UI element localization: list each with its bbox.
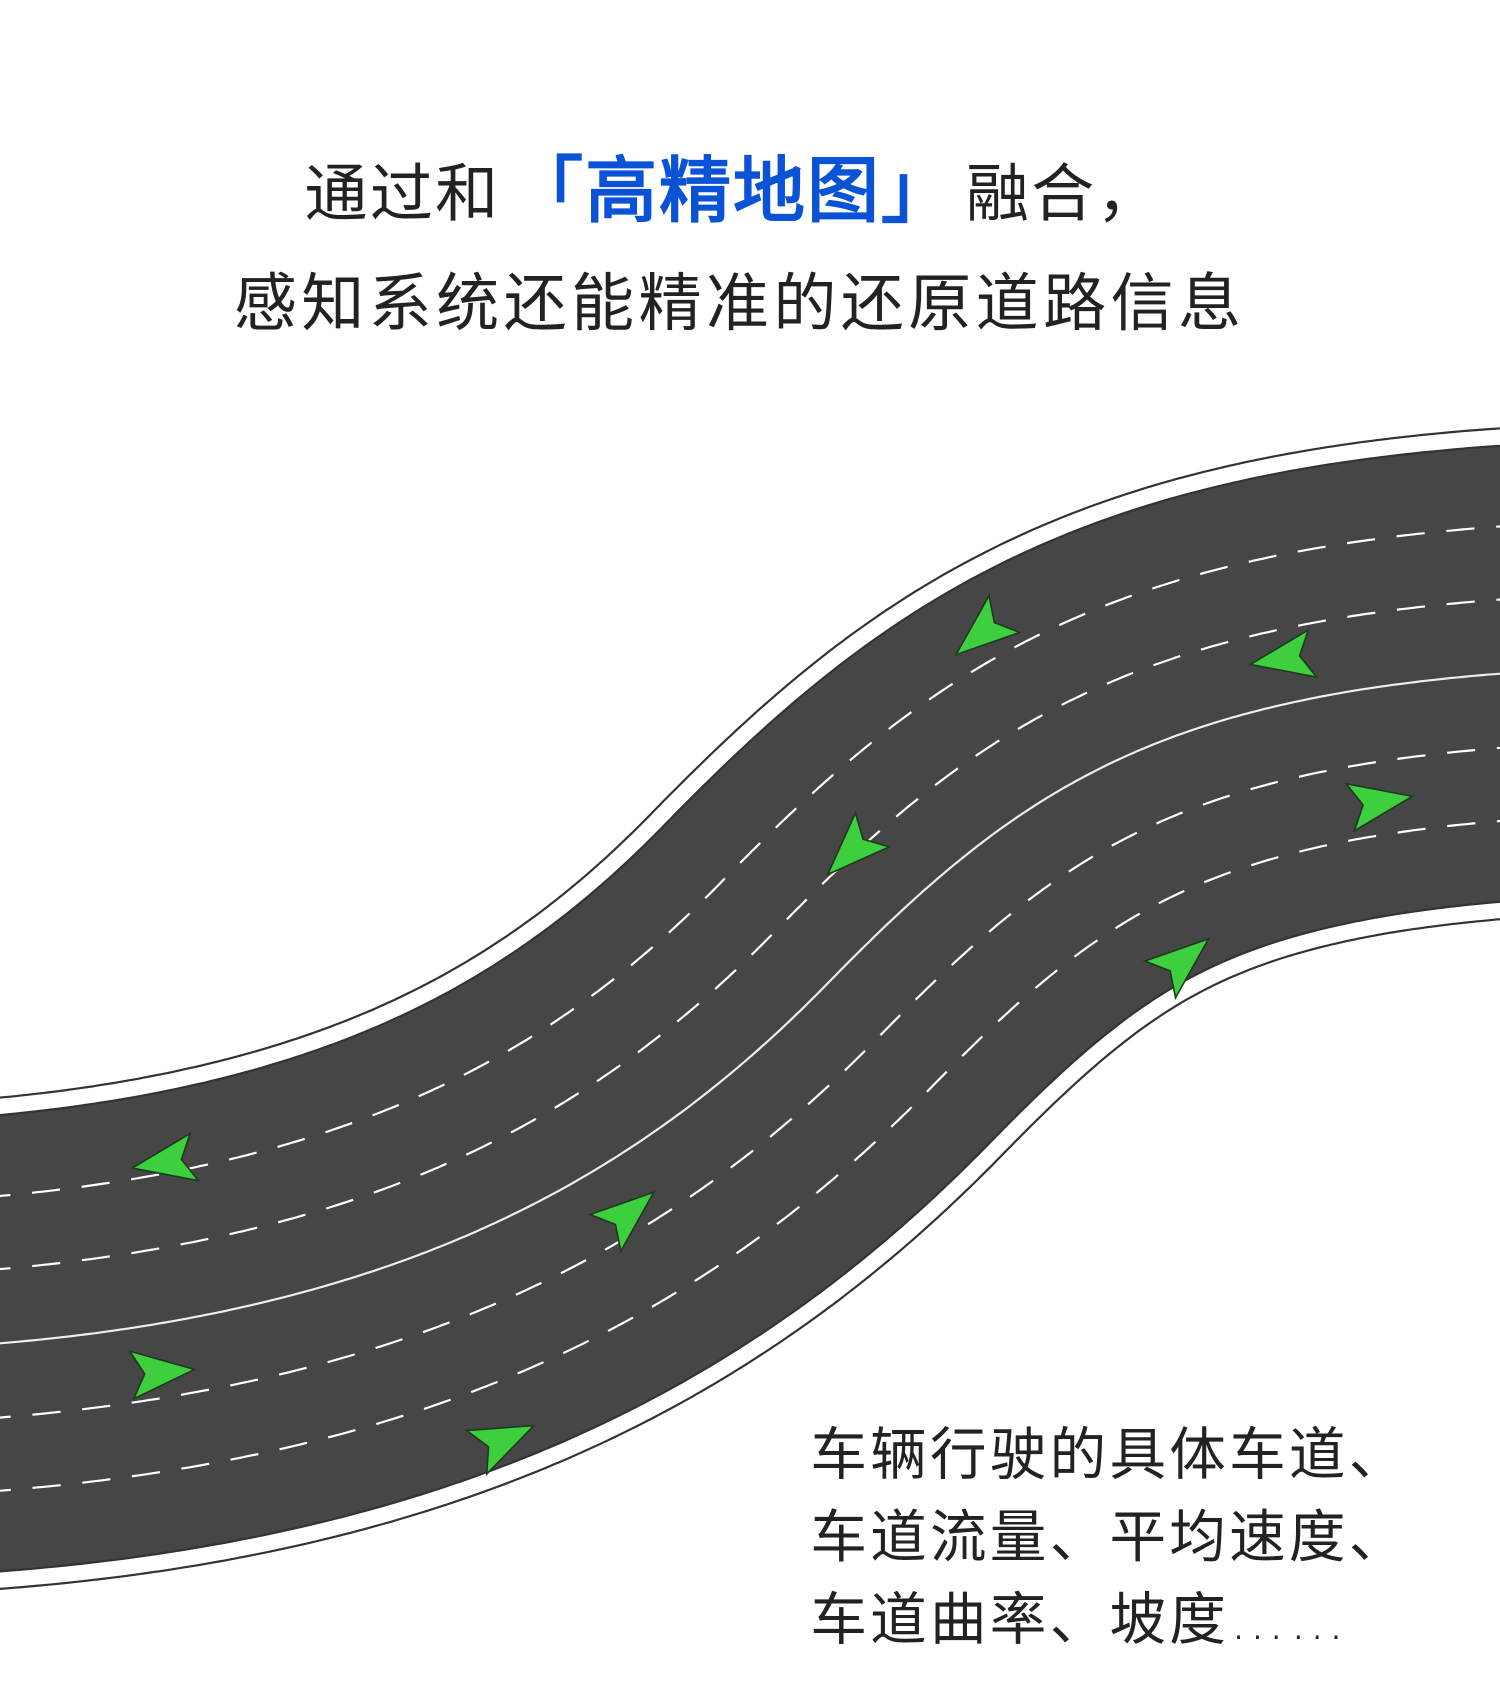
headline-suffix: 融合， [965,156,1162,231]
lane-direction-arrow-icon [1142,937,1211,1001]
description: 车辆行驶的具体车道、 车道流量、平均速度、 车道曲率、坡度…… [810,1414,1408,1662]
headline-highlight: 「高精地图」 [511,149,956,233]
lane-direction-arrow-icon [464,1424,536,1477]
description-line: 车辆行驶的具体车道、 [810,1422,1409,1488]
description-line: 车道曲率、坡度…… [810,1588,1349,1654]
description-line: 车道流量、平均速度、 [810,1505,1409,1571]
headline-line-2: 感知系统还能精准的还原道路信息 [233,266,1246,341]
road-surface [0,446,1500,1571]
lane-arrows [127,593,1415,1477]
headline-line-1: 通过和「高精地图」融合， [305,133,1162,237]
lane-direction-arrow-icon [1248,628,1319,679]
lane-direction-arrow-icon [826,810,892,877]
lane-direction-arrow-icon [127,1349,197,1401]
lane-divider [0,525,1500,1198]
lane-divider [0,598,1500,1271]
lane-direction-arrow-icon [1344,782,1415,833]
lane-divider [0,819,1500,1492]
lane-direction-arrow-icon [129,1131,201,1182]
headline-prefix: 通过和 [304,156,501,231]
lane-direction-arrow-icon [954,593,1023,657]
road [0,427,1500,1590]
lane-direction-arrow-icon [587,1190,656,1254]
lane-divider [0,746,1500,1419]
center-line [0,672,1500,1345]
